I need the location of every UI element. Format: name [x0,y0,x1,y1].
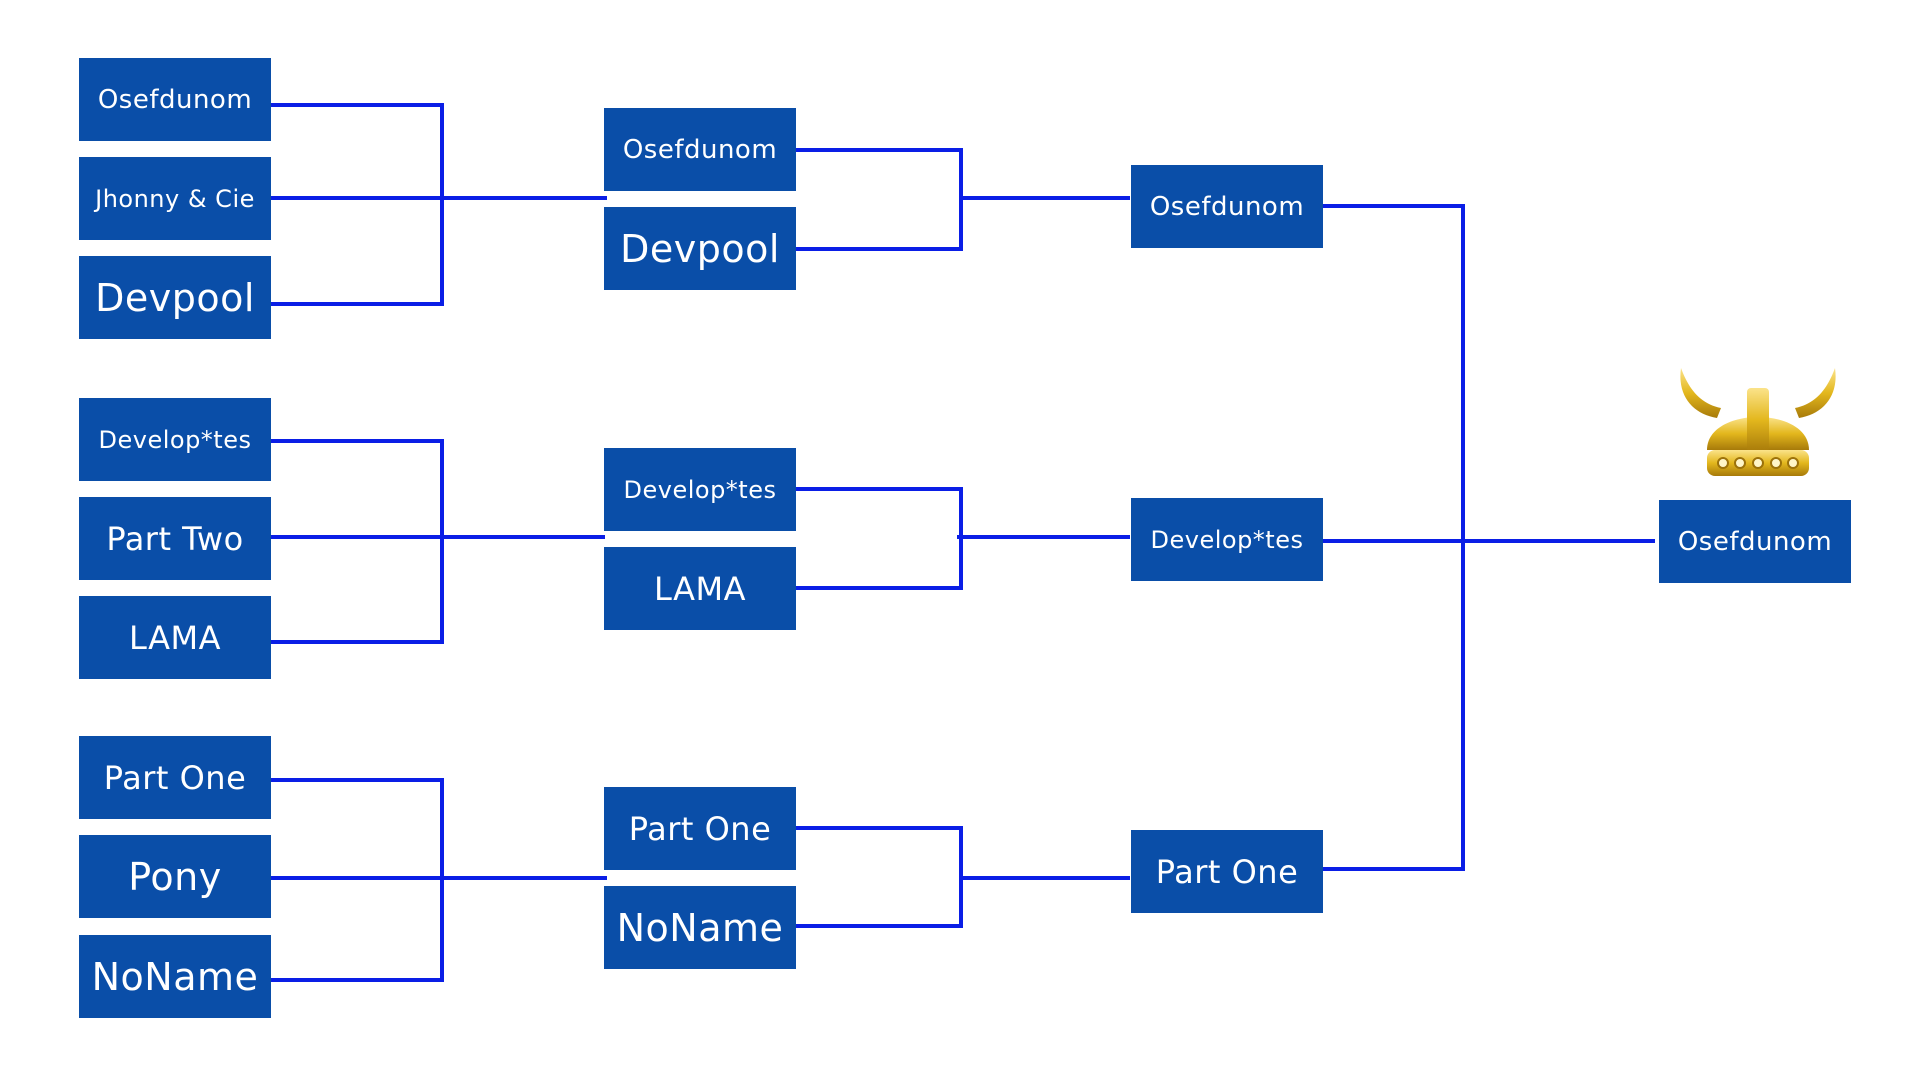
team-label: Pony [128,854,222,899]
team-label: NoName [91,954,259,999]
team-label: NoName [616,905,784,950]
team-r3-2: Develop*tes [1131,498,1323,581]
connector-r2-g1 [796,148,1130,251]
team-label: Part One [628,809,772,848]
connector-r1-g1 [271,103,607,306]
connector-r2-g2 [796,487,1130,590]
team-r1-g1-1: Osefdunom [79,58,271,141]
team-label: Jhonny & Cie [95,184,255,213]
team-r1-g1-3: Devpool [79,256,271,339]
champion-label: Osefdunom [1677,526,1833,557]
team-r1-g2-1: Develop*tes [79,398,271,481]
team-label: LAMA [129,618,221,657]
team-label: Osefdunom [97,84,253,115]
team-label: Osefdunom [622,134,778,165]
team-r1-g3-1: Part One [79,736,271,819]
team-label: Part One [1155,852,1299,891]
connector-r3-final [1323,204,1655,871]
team-r2-g3-1: Part One [604,787,796,870]
team-label: Devpool [620,226,780,271]
team-r2-g3-2: NoName [604,886,796,969]
connector-r1-g3 [271,778,607,982]
team-label: Part One [103,758,247,797]
team-r1-g2-2: Part Two [79,497,271,580]
team-r2-g2-1: Develop*tes [604,448,796,531]
team-label: Develop*tes [623,475,777,504]
team-r3-1: Osefdunom [1131,165,1323,248]
team-label: Osefdunom [1149,191,1305,222]
champion-box: Osefdunom [1659,500,1851,583]
team-label: Develop*tes [98,425,252,454]
team-r2-g2-2: LAMA [604,547,796,630]
team-label: Develop*tes [1150,525,1304,554]
team-label: Devpool [95,275,255,320]
connector-r1-g2 [271,439,605,644]
team-r1-g3-3: NoName [79,935,271,1018]
team-r1-g3-2: Pony [79,835,271,918]
connector-r2-g3 [796,826,1130,928]
viking-helmet-icon [1680,368,1836,476]
team-label: Part Two [106,519,244,558]
team-r2-g1-1: Osefdunom [604,108,796,191]
team-r1-g1-2: Jhonny & Cie [79,157,271,240]
team-r2-g1-2: Devpool [604,207,796,290]
team-r1-g2-3: LAMA [79,596,271,679]
team-label: LAMA [654,569,746,608]
team-r3-3: Part One [1131,830,1323,913]
